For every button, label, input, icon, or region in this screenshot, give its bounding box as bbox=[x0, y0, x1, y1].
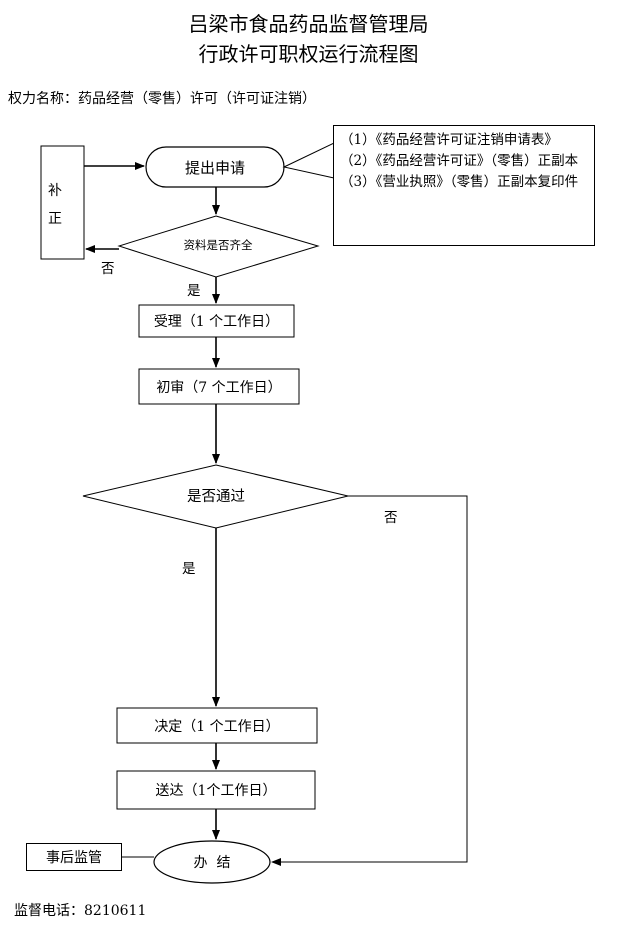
accept-box-label: 受理（1 个工作日） bbox=[153, 314, 280, 330]
supplement-char-2: 正 bbox=[48, 211, 62, 227]
required-documents-box: （1）《药品经营许可证注销申请表》 （2）《药品经营许可证》（零售）正副本 （3… bbox=[333, 125, 595, 246]
yes-label-pass: 是 bbox=[182, 561, 196, 577]
decide-box-label: 决定（1 个工作日） bbox=[154, 718, 280, 735]
page-title: 吕梁市食品药品监督管理局 bbox=[188, 12, 429, 36]
power-name: 权力名称：药品经营（零售）许可（许可证注销） bbox=[8, 91, 316, 107]
deliver-box-label: 送达（1个工作日） bbox=[155, 783, 277, 799]
supplement-char-1: 补 bbox=[48, 183, 62, 199]
document-item: （1）《药品经营许可证注销申请表》 bbox=[340, 132, 558, 148]
review-box-label: 初审（7 个工作日） bbox=[156, 379, 282, 396]
document-item: （3）《营业执照》（零售）正副本复印件 bbox=[340, 174, 579, 190]
finish-ellipse-label: 办 结 bbox=[193, 855, 231, 871]
no-label-check: 否 bbox=[101, 261, 115, 277]
no-label-pass: 否 bbox=[384, 510, 398, 526]
finish-ellipse bbox=[153, 840, 271, 884]
supervision-phone: 监督电话：8210611 bbox=[14, 903, 147, 919]
arrow-pass-no-to-finish bbox=[271, 495, 468, 866]
deliver-box bbox=[116, 770, 316, 810]
supervise-box: 事后监管 bbox=[26, 843, 122, 871]
check-diamond-label: 资料是否齐全 bbox=[183, 238, 253, 252]
review-box bbox=[138, 368, 300, 405]
decide-box bbox=[116, 707, 318, 744]
pass-diamond-label: 是否通过 bbox=[187, 488, 245, 505]
accept-box bbox=[138, 304, 295, 338]
yes-label-check: 是 bbox=[187, 283, 201, 299]
page-subtitle: 行政许可职权运行流程图 bbox=[198, 42, 419, 66]
docs-callout-pointer bbox=[282, 142, 335, 179]
submit-node-label: 提出申请 bbox=[184, 158, 245, 177]
document-item: （2）《药品经营许可证》（零售）正副本 bbox=[340, 153, 579, 169]
supplement-box bbox=[40, 145, 85, 260]
